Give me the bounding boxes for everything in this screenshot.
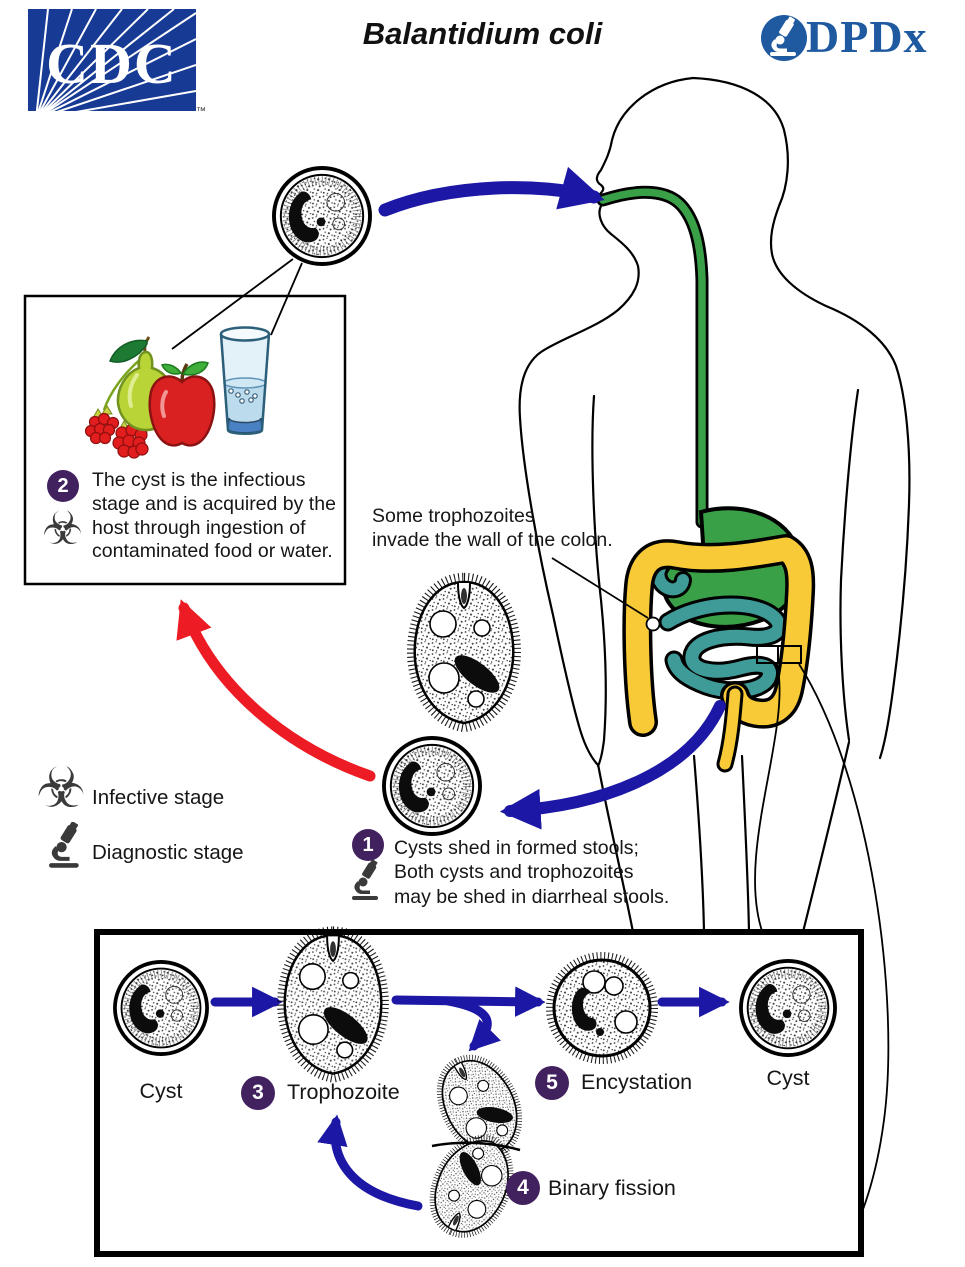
colon-magnifier-rect bbox=[756, 645, 802, 664]
dpdx-logo-text: DPDx bbox=[806, 11, 928, 62]
step-4-badge: 4 bbox=[506, 1171, 540, 1205]
step-1-line1: Cysts shed in formed stools; bbox=[394, 837, 639, 859]
step-2-line3: host through ingestion of bbox=[92, 516, 306, 539]
step-1-text: Cysts shed in formed stools; Both cysts … bbox=[394, 836, 669, 909]
page-title: Balantidium coli bbox=[362, 16, 603, 51]
step-2-badge: 2 bbox=[47, 470, 79, 502]
step-2-line1: The cyst is the infectious bbox=[92, 469, 306, 491]
human-body-outline bbox=[518, 76, 911, 934]
cdc-trademark: ™ bbox=[196, 106, 206, 117]
microscope-icon bbox=[49, 822, 79, 868]
step-1-line2: Both cysts and trophozoites bbox=[394, 861, 634, 884]
cyst-right-label: Cyst bbox=[766, 1066, 810, 1090]
apple bbox=[148, 361, 216, 447]
large-intestine bbox=[622, 534, 816, 773]
flow-arrows-blue bbox=[210, 166, 730, 1211]
arrow-branch-to-fission bbox=[443, 996, 502, 1052]
step-5-badge: 5 bbox=[535, 1066, 569, 1100]
colon-note: Some trophozoites invade the wall of the… bbox=[372, 504, 613, 552]
encystation-label: Encystation bbox=[581, 1070, 693, 1094]
legend-diagnostic-label: Diagnostic stage bbox=[92, 841, 244, 864]
cdc-logo-rays bbox=[35, 9, 196, 111]
colon-wall-callout-circle bbox=[645, 616, 661, 632]
step-2-line4: contaminated food or water. bbox=[92, 540, 333, 563]
step-2-text: The cyst is the infectious stage and is … bbox=[92, 469, 336, 564]
cyst-left-label: Cyst bbox=[139, 1079, 183, 1103]
microscope-icon bbox=[352, 860, 378, 900]
cyst-box-right bbox=[741, 961, 835, 1055]
step-1-line3: may be shed in diarrheal stools. bbox=[394, 885, 670, 908]
binary-fission-pair bbox=[418, 1044, 536, 1247]
biohazard-icon: ☣ bbox=[36, 756, 87, 819]
esophagus bbox=[596, 185, 709, 529]
cyst-box-left bbox=[115, 962, 207, 1054]
cyst-ingested bbox=[274, 168, 370, 264]
colon-note-line1: Some trophozoites bbox=[372, 505, 535, 527]
water-glass bbox=[219, 326, 271, 435]
binary-fission-label: Binary fission bbox=[548, 1176, 676, 1200]
colon-note-line2: invade the wall of the colon. bbox=[372, 529, 613, 551]
dpdx-microscope-icon bbox=[761, 15, 807, 61]
arrow-environment-red bbox=[176, 599, 376, 782]
arrow-ingestion bbox=[378, 166, 605, 217]
arrow-stool-shedding bbox=[499, 700, 726, 830]
step-2-line2: stage and is acquired by the bbox=[92, 492, 336, 515]
trophozoite-label: Trophozoite bbox=[287, 1080, 400, 1104]
cdc-logo: CDC bbox=[28, 9, 196, 111]
arrow-troph-to-encyst bbox=[391, 986, 546, 1017]
arrow-fission-to-troph bbox=[317, 1114, 423, 1211]
legend-infective-label: Infective stage bbox=[92, 786, 225, 809]
biohazard-icon: ☣ bbox=[42, 502, 84, 554]
cdc-logo-text: CDC bbox=[46, 31, 178, 96]
step-3-badge: 3 bbox=[241, 1076, 275, 1110]
step-1-badge: 1 bbox=[352, 829, 384, 861]
cyst-shed bbox=[384, 738, 480, 834]
trophozoite-colon bbox=[411, 577, 516, 728]
